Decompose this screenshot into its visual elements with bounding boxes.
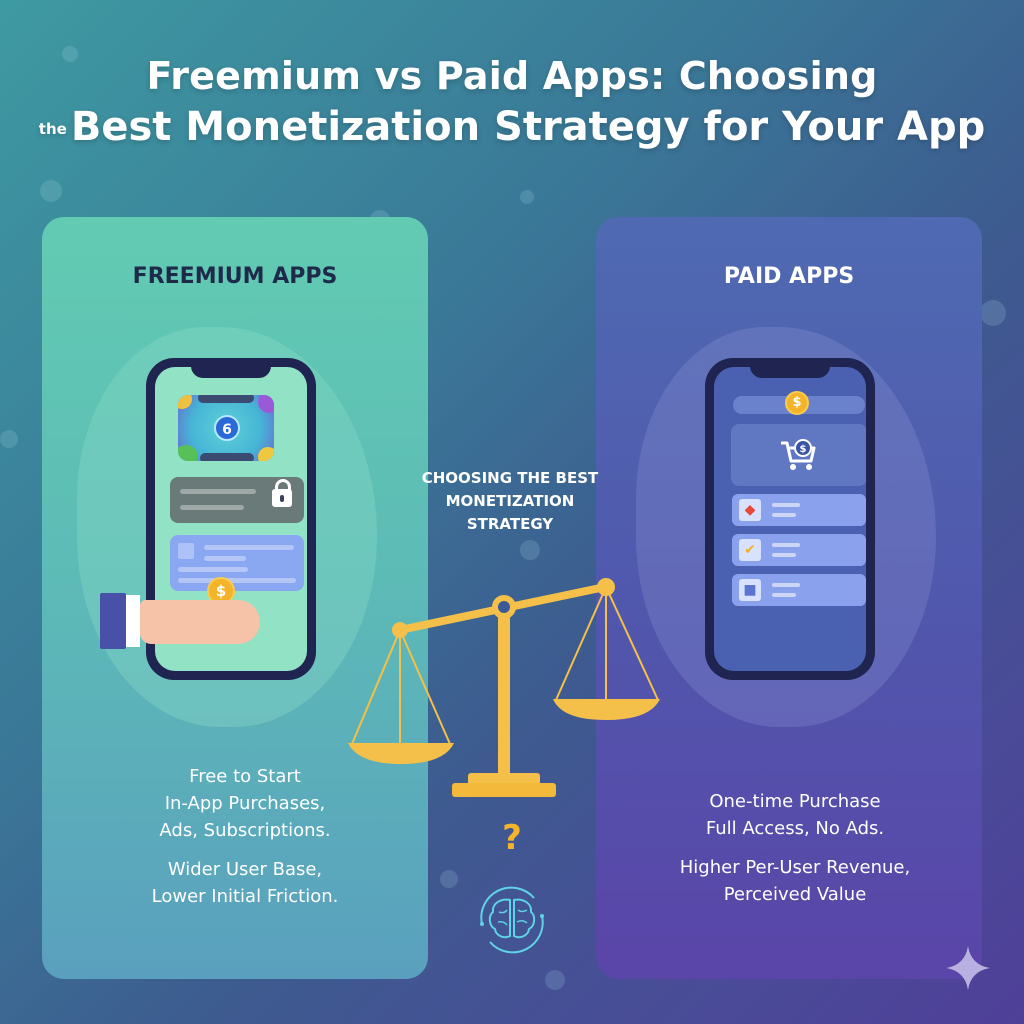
- paid-desc-line4: Perceived Value: [723, 884, 867, 905]
- gem-icon: ◆: [739, 499, 761, 521]
- purchase-card: $: [731, 424, 866, 486]
- square-icon: ■: [739, 579, 761, 601]
- center-heading-line3: STRATEGY: [466, 515, 554, 533]
- balance-scale-icon: [348, 578, 660, 797]
- freemium-description: Free to Start In-App Purchases, Ads, Sub…: [90, 763, 400, 922]
- game-decoration: [178, 445, 198, 461]
- list-item: ◆: [732, 494, 866, 526]
- title-prefix: the: [38, 120, 67, 138]
- check-icon: ✔: [739, 539, 761, 561]
- paid-description: One-time Purchase Full Access, No Ads. H…: [630, 788, 960, 920]
- phone-notch: [191, 362, 271, 378]
- text-placeholder: [178, 567, 248, 572]
- game-decoration: [258, 395, 274, 413]
- sleeve-cuff: [100, 593, 126, 649]
- freemium-desc-line2: In-App Purchases,: [164, 793, 326, 814]
- freemium-desc-line4: Wider User Base,: [167, 859, 323, 880]
- paid-desc-line2: Full Access, No Ads.: [705, 818, 885, 839]
- question-icon: ?: [502, 818, 522, 858]
- list-item: ✔: [732, 534, 866, 566]
- text-placeholder: [180, 489, 256, 494]
- text-placeholder: [204, 545, 294, 550]
- freemium-heading: FREEMIUM APPS: [132, 264, 338, 289]
- text-placeholder: [772, 503, 800, 507]
- bokeh-decoration: [40, 180, 62, 202]
- bokeh-decoration: [980, 300, 1006, 326]
- freemium-desc-line1: Free to Start: [189, 766, 301, 787]
- paid-phone-illustration: $ $ ◆ ✔ ■: [705, 358, 875, 680]
- paid-desc-line1: One-time Purchase: [709, 791, 881, 812]
- bokeh-decoration: [545, 970, 565, 990]
- list-item: ■: [732, 574, 866, 606]
- locked-content-card: [170, 477, 304, 523]
- game-decoration: [178, 395, 192, 409]
- bokeh-decoration: [62, 46, 78, 62]
- shirt-cuff: [126, 595, 140, 647]
- phone-screen: $ $ ◆ ✔ ■: [714, 367, 866, 671]
- text-placeholder: [772, 593, 796, 597]
- game-decoration: [258, 447, 274, 461]
- freemium-panel: FREEMIUM APPS 6: [42, 217, 428, 979]
- sparkle-icon: [946, 946, 990, 990]
- game-decoration: [198, 395, 254, 403]
- text-placeholder: [204, 556, 246, 561]
- shopping-cart-icon: $: [781, 439, 816, 470]
- paid-heading: PAID APPS: [723, 264, 855, 289]
- svg-text:$: $: [800, 444, 807, 455]
- premium-content-card: [170, 535, 304, 591]
- title-line2-text: Best Monetization Strategy for Your App: [70, 104, 986, 150]
- center-heading-line2: MONETIZATION: [445, 492, 575, 510]
- text-placeholder: [772, 553, 796, 557]
- brain-icon: [480, 886, 544, 954]
- text-placeholder: [772, 583, 800, 587]
- game-decoration: [200, 453, 254, 461]
- text-placeholder: [178, 578, 296, 583]
- game-card: 6: [178, 395, 274, 461]
- image-placeholder: [178, 543, 194, 559]
- padlock-icon: [272, 479, 292, 507]
- text-placeholder: [180, 505, 244, 510]
- center-heading-line1: CHOOSING THE BEST: [421, 469, 599, 487]
- bokeh-decoration: [0, 430, 18, 448]
- text-placeholder: [772, 543, 800, 547]
- phone-notch: [750, 362, 830, 378]
- freemium-desc-line3: Ads, Subscriptions.: [159, 820, 331, 841]
- freemium-desc-line5: Lower Initial Friction.: [151, 886, 339, 907]
- bokeh-decoration: [520, 540, 540, 560]
- text-placeholder: [772, 513, 796, 517]
- paid-desc-line3: Higher Per-User Revenue,: [679, 857, 911, 878]
- center-heading: CHOOSING THE BEST MONETIZATION STRATEGY: [360, 467, 660, 536]
- open-hand-icon: [140, 600, 260, 644]
- bokeh-decoration: [520, 190, 534, 204]
- bokeh-decoration: [440, 870, 458, 888]
- page-title-line1: Freemium vs Paid Apps: Choosing: [146, 54, 878, 98]
- dollar-coin-icon: $: [785, 391, 809, 415]
- level-badge: 6: [214, 415, 240, 441]
- paid-panel: PAID APPS $ $ ◆ ✔: [596, 217, 982, 979]
